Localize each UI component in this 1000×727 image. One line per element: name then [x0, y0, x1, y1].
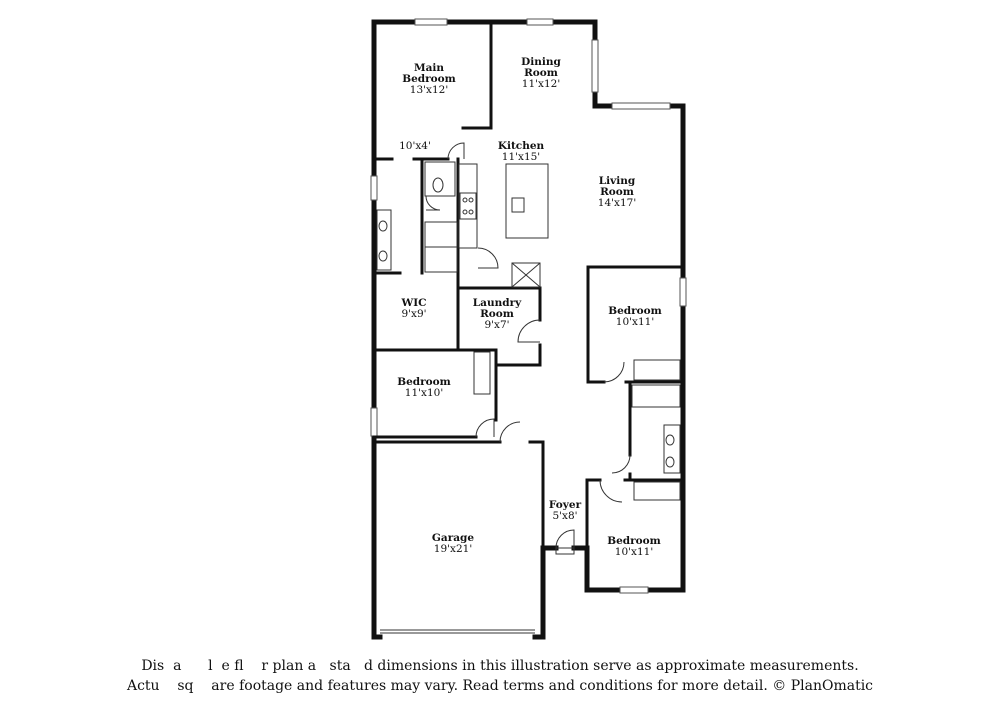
kitchen-counter [458, 163, 478, 249]
floor-plan [370, 18, 687, 640]
room-label-garage: Garage 19'x21' [431, 532, 475, 555]
room-label-main-bedroom: Main Bedroom 13'x12' [402, 62, 456, 96]
windows [370, 18, 687, 594]
closet-east-2 [633, 481, 681, 501]
closet-east-1 [633, 359, 681, 381]
room-label-main-bath: 10'x4' [399, 140, 431, 152]
bathtub [631, 384, 681, 408]
doors [425, 142, 631, 555]
range-stove [459, 192, 477, 220]
pantry [511, 262, 541, 288]
disclaimer-line-2: Actu sq are footage and features may var… [126, 678, 874, 694]
room-label-wic: WIC 9'x9' [401, 297, 427, 320]
kitchen-island [505, 163, 549, 239]
room-label-kitchen: Kitchen 11'x15' [497, 140, 545, 163]
room-label-bedroom-west: Bedroom 11'x10' [397, 376, 451, 399]
bath-vanity [663, 424, 681, 474]
room-label-dining-room: Dining Room 11'x12' [521, 56, 561, 90]
kitchen-sink [511, 197, 525, 213]
room-label-living-room: Living Room 14'x17' [597, 175, 637, 209]
toilet [432, 177, 444, 193]
room-label-bedroom-east-1: Bedroom 10'x11' [608, 305, 662, 328]
interior-walls [372, 22, 685, 550]
disclaimer-line-1: Dis a l e fl r plan a sta d dimensions i… [141, 658, 859, 674]
room-label-foyer: Foyer 5'x8' [548, 499, 582, 522]
double-vanity [376, 209, 392, 271]
disclaimer: Dis a l e fl r plan a sta d dimensions i… [0, 656, 1000, 696]
room-label-laundry-room: Laundry Room 9'x7' [472, 297, 522, 331]
toilet-closet [424, 161, 456, 197]
closet-shelf [473, 351, 491, 395]
room-label-bedroom-east-2: Bedroom 10'x11' [607, 535, 661, 558]
fixtures [376, 161, 681, 634]
